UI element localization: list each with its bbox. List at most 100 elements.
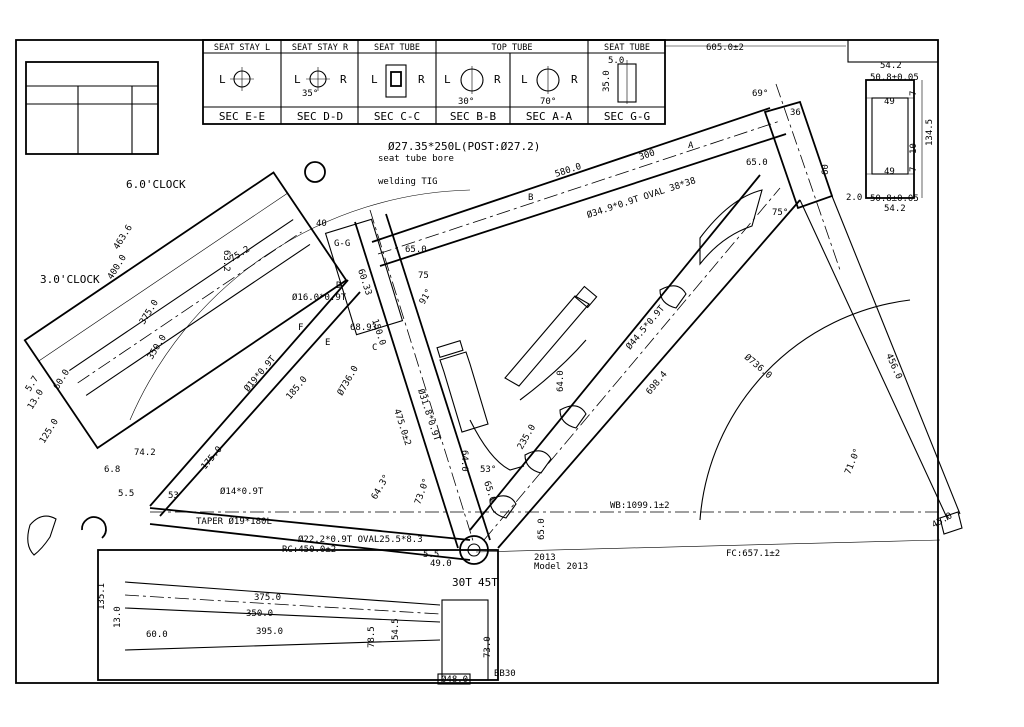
headtube-detail: 54.2 50.8±0.05 49 49 134.5 10 7 7 50.8±0… — [865, 61, 935, 214]
sec2-L: L — [294, 73, 301, 86]
sec6-dim-top: 5.0 — [608, 56, 624, 66]
cs-395: 395.0 — [256, 627, 283, 637]
seat-bore-dim: Ø27.35*250L(POST:Ø27.2) — [388, 140, 540, 153]
ss-752: 75.2 — [228, 245, 252, 265]
sec2-angle: 35° — [302, 89, 318, 99]
bb-45t: 45T — [478, 576, 498, 589]
ht-7b: 7 — [909, 167, 919, 172]
sec-footer-2: SEC D-D — [297, 110, 343, 123]
sec1-L: L — [219, 73, 226, 86]
cs-1351: 135.1 — [97, 583, 107, 610]
ss-3500: 350.0 — [146, 333, 169, 361]
bottle-235: 235.0 — [516, 423, 538, 451]
bb30-label: BB30 — [494, 669, 516, 679]
angle-643: 64.3° — [370, 473, 392, 501]
cs-730: 73.0 — [483, 636, 493, 658]
ss-55: 5.5 — [118, 489, 134, 499]
sec6-dim-side: 35.0 — [602, 70, 612, 92]
ss-53: 53 — [168, 491, 179, 501]
tt-spec: Ø34.9*0.9T OVAL 38*38 — [586, 175, 698, 221]
sec5-angle: 70° — [540, 97, 556, 107]
ht-20: 2.0 — [846, 193, 862, 203]
ht-60: 60 — [821, 164, 831, 175]
head-angle: 71.0° — [844, 447, 863, 476]
section-table: SEAT STAY L SEAT STAY R SEAT TUBE TOP TU… — [202, 39, 666, 125]
ht-49b: 49 — [884, 167, 895, 177]
sec-a-label: A — [688, 141, 694, 151]
sec-header-3: SEAT TUBE — [374, 43, 420, 53]
sec-header-1: SEAT STAY L — [214, 43, 270, 53]
ht-650: 65.0 — [746, 158, 768, 168]
ht-54-top: 54.2 — [880, 61, 902, 71]
tt-300: 300 — [638, 148, 657, 163]
dim-49: 49.0 — [430, 559, 452, 569]
ss-6clock: 6.0'CLOCK — [126, 178, 186, 191]
welding-note: welding TIG — [378, 177, 438, 187]
dim-650-bb: 65.0 — [537, 518, 547, 540]
sec-f-label: F — [298, 323, 303, 333]
bottle-cages: 64.0 64.0 235.0 65.0 53° — [436, 285, 598, 504]
st-spec: Ø31.8*0.9T — [415, 388, 442, 443]
ht-angle: 69° — [752, 89, 768, 99]
sec-b-label: B — [528, 193, 533, 203]
rear-wheel-arc — [129, 189, 471, 421]
sec3-L: L — [371, 73, 378, 86]
seat-75: 75 — [418, 271, 429, 281]
seat-tube: Ø31.8*0.9T 475.0±2 65.0 75 91° 60.33 40 … — [292, 209, 491, 549]
st-475: 475.0±2 — [391, 408, 412, 447]
fork: 456.0 45.0 71.0° — [799, 195, 963, 535]
ss-top-eye — [304, 161, 326, 183]
cs-130: 13.0 — [113, 606, 123, 628]
sec-e-label: E — [325, 338, 330, 348]
ss-4636: 463.6 — [112, 223, 135, 251]
ss-19: Ø19*0.9T — [242, 353, 279, 394]
sec-g-label: G-G — [334, 239, 350, 249]
cs-taper: TAPER Ø19*180L — [196, 516, 272, 527]
ss-1250: 125.0 — [38, 417, 61, 445]
ss-14: Ø14*0.9T — [220, 486, 264, 497]
sec3-R: R — [418, 73, 425, 86]
seat-bore-note: seat tube bore — [378, 154, 454, 164]
angle-53: 53° — [480, 465, 496, 475]
ht-7a: 7 — [909, 91, 919, 96]
ss-68: 6.8 — [104, 465, 120, 475]
seat-6893: 68.93 — [350, 323, 377, 333]
ht-54-bot: 54.2 — [884, 204, 906, 214]
bottle-64a: 64.0 — [459, 450, 469, 472]
chainstay: TAPER Ø19*180L Ø22.2*0.9T OVAL25.5*8.3 R… — [149, 507, 471, 561]
ht-508-bot: 50.8±0.05 — [870, 194, 919, 204]
cs-350: 350.0 — [246, 609, 273, 619]
seatstay-detail — [23, 171, 348, 450]
seat-stay: Ø14*0.9T 175.0 185.0 Ø19*0.9T — [149, 279, 361, 517]
wheel-736b: Ø736.0 — [335, 364, 361, 398]
wheel-736a: Ø736.0 — [742, 352, 774, 381]
ss-1850: 185.0 — [285, 375, 310, 402]
sec-footer-5: SEC A-A — [526, 110, 573, 123]
angle-730: 73.0° — [413, 477, 432, 506]
ss-632: 63.2 — [221, 250, 231, 272]
sec5-R: R — [571, 73, 578, 86]
corner-box — [847, 39, 939, 63]
sec-c-label: C — [372, 343, 377, 353]
ss-742: 74.2 — [134, 448, 156, 458]
dt-spec: Ø44.5*0.9T — [624, 303, 668, 352]
ht-1345: 134.5 — [925, 119, 935, 146]
ss-1750: 175.0 — [200, 445, 225, 472]
chainstay-detail: 375.0 350.0 395.0 135.1 13.0 60.0 78.5 5… — [97, 549, 516, 685]
head-tube: 69° 36 65.0 60 75° 2.0 — [746, 83, 862, 271]
sec5-L: L — [521, 73, 528, 86]
ht-508-top: 50.8±0.05 — [870, 73, 919, 83]
model-label: Model 2013 — [534, 562, 588, 572]
ss-600: 60.0 — [52, 368, 72, 392]
bottom-bracket: 30T 45T 2013 Model 2013 64.3° 73.0° 65.0… — [370, 473, 588, 589]
sec-header-4: TOP TUBE — [492, 43, 533, 53]
seat-91: 91° — [418, 287, 435, 306]
sec-footer-3: SEC C-C — [374, 110, 420, 123]
sec4-L: L — [444, 73, 451, 86]
sec4-angle: 30° — [458, 97, 474, 107]
bottle-65: 65.0 — [481, 480, 497, 504]
sec2-R: R — [340, 73, 347, 86]
cs-785: 78.5 — [367, 626, 377, 648]
sec4-R: R — [494, 73, 501, 86]
